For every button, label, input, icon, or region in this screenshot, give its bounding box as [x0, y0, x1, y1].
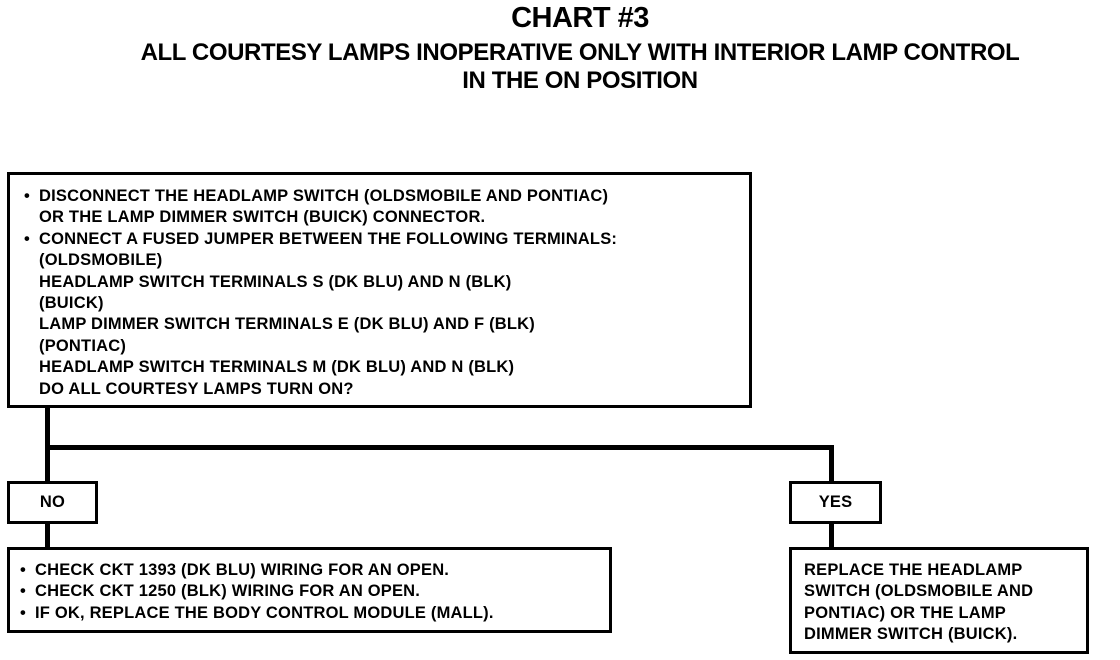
- no-outcome-line: •IF OK, REPLACE THE BODY CONTROL MODULE …: [20, 603, 599, 624]
- main-step-line: (BUICK): [39, 294, 104, 313]
- main-step-line: OR THE LAMP DIMMER SWITCH (BUICK) CONNEC…: [39, 208, 486, 227]
- bullet-marker: •: [20, 582, 26, 601]
- main-step-line: HEADLAMP SWITCH TERMINALS M (DK BLU) AND…: [39, 358, 515, 377]
- chart-subtitle-line-1: ALL COURTESY LAMPS INOPERATIVE ONLY WITH…: [140, 39, 1020, 66]
- main-step-line: (OLDSMOBILE): [39, 251, 163, 270]
- yes-outcome-line: REPLACE THE HEADLAMP: [804, 561, 1023, 579]
- connector-horizontal: [45, 445, 834, 450]
- chart-title: CHART #3: [511, 2, 649, 34]
- connector-yes-result: [829, 522, 834, 549]
- main-step-question: DO ALL COURTESY LAMPS TURN ON?: [39, 379, 354, 398]
- bullet-marker: •: [20, 603, 26, 622]
- yes-decision-box: YES: [789, 481, 882, 524]
- main-step-line: •DISCONNECT THE HEADLAMP SWITCH (OLDSMOB…: [24, 186, 739, 207]
- connector-no-result: [45, 522, 50, 549]
- yes-outcome-line: PONTIAC) OR THE LAMP: [804, 603, 1006, 622]
- connector-yes-down: [829, 445, 834, 483]
- main-step-line: (PONTIAC): [39, 336, 127, 355]
- main-step-line: •CONNECT A FUSED JUMPER BETWEEN THE FOLL…: [24, 229, 739, 250]
- no-decision-box: NO: [7, 481, 98, 524]
- bullet-marker: •: [20, 561, 26, 579]
- main-step-line: LAMP DIMMER SWITCH TERMINALS E (DK BLU) …: [39, 315, 535, 334]
- main-step-line: HEADLAMP SWITCH TERMINALS S (DK BLU) AND…: [39, 272, 512, 291]
- yes-outcome-line: DIMMER SWITCH (BUICK).: [804, 625, 1018, 644]
- main-step-box: •DISCONNECT THE HEADLAMP SWITCH (OLDSMOB…: [7, 172, 752, 408]
- yes-outcome-line: SWITCH (OLDSMOBILE AND: [804, 582, 1034, 601]
- no-outcome-line: •CHECK CKT 1393 (DK BLU) WIRING FOR AN O…: [20, 560, 599, 581]
- no-outcome-line: •CHECK CKT 1250 (BLK) WIRING FOR AN OPEN…: [20, 581, 599, 602]
- connector-main-down: [45, 406, 50, 483]
- bullet-marker: •: [24, 229, 30, 248]
- no-outcome-box: •CHECK CKT 1393 (DK BLU) WIRING FOR AN O…: [7, 547, 612, 633]
- chart-subtitle-line-2: IN THE ON POSITION: [462, 67, 698, 94]
- yes-outcome-box: REPLACE THE HEADLAMP SWITCH (OLDSMOBILE …: [789, 547, 1089, 654]
- bullet-marker: •: [24, 187, 30, 205]
